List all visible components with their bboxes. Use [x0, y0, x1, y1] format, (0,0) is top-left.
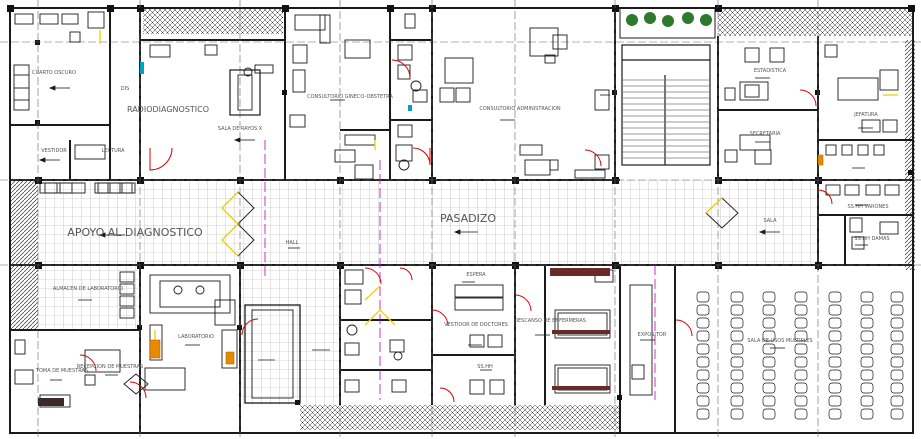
- auditorium-seats: [696, 291, 904, 420]
- hatch-left: [10, 180, 38, 330]
- yellow-accents: [99, 30, 898, 340]
- label-ss-hh-varones: SS.HH VARONES: [847, 204, 888, 210]
- label-espera: ESPERA: [466, 272, 486, 278]
- label-apoyo-diagnostico: APOYO AL DIAGNOSTICO: [67, 226, 203, 239]
- furniture: [13, 11, 900, 408]
- dark-fixtures: [38, 268, 610, 406]
- magenta-axes: [264, 140, 656, 400]
- columns: [7, 5, 915, 405]
- label-almacen-laboratorio: ALMACEN DE LABORATORIO: [53, 286, 123, 292]
- label-sala-rayos-x: SALA DE RAYOS X: [218, 126, 263, 132]
- doors: [79, 59, 833, 403]
- stairs: [621, 44, 711, 166]
- cyan-accents: [140, 62, 412, 111]
- label-vestidor: VESTIDOR: [41, 148, 67, 154]
- orange-fixtures: [149, 154, 824, 365]
- label-sala-espera: SALA: [763, 218, 777, 224]
- apoyo-floor: [38, 260, 138, 330]
- hatch-bottom: [300, 405, 620, 430]
- label-consultorio-adm: CONSULTORIO ADMINISTRACION: [479, 106, 561, 112]
- label-ss-hh: SS.HH: [477, 364, 493, 370]
- corridor-floor: [38, 180, 818, 265]
- garden: [619, 7, 716, 39]
- hatch-top-right: [718, 8, 913, 36]
- label-expositor: EXPOSITOR: [638, 332, 667, 338]
- label-hall: HALL: [286, 240, 299, 246]
- hatch-right: [905, 40, 915, 270]
- label-radiodiagnostico: RADIODIAGNOSTICO: [127, 105, 209, 114]
- label-vestidor-doctores: VESTIDOR DE DOCTORES: [444, 322, 508, 328]
- label-lectura: LECTURA: [102, 148, 125, 154]
- label-dis: DIS: [121, 86, 130, 92]
- label-sala-usos-multiples: SALA DE USOS MULTIPLES: [747, 338, 812, 344]
- label-jefatura: JEFATURA: [853, 112, 878, 118]
- section-arrows: [38, 77, 873, 381]
- room-labels: CUARTO OSCURO DIS RADIODIAGNOSTICO SALA …: [32, 68, 890, 374]
- label-pasadizo: PASADIZO: [440, 212, 496, 225]
- label-estadistica: ESTADISTICA: [754, 68, 787, 74]
- label-laboratorio: LABORATORIO: [178, 334, 214, 340]
- label-secretaria: SECRETARIA: [750, 131, 781, 137]
- lab-side-floor: [240, 260, 340, 405]
- label-cuarto-oscuro: CUARTO OSCURO: [32, 70, 76, 76]
- label-ss-hh-damas: SS.HH DAMAS: [854, 236, 889, 242]
- label-toma-muestras: TOMA DE MUESTRAS: [35, 368, 88, 374]
- hatch-top-left: [143, 8, 283, 34]
- label-consultorio-ginecologia: CONSULTORIO GINECO-OBSTETRA: [307, 94, 393, 100]
- label-descanso-enfermeras: DESCANSO DE ENFERMERAS: [514, 318, 586, 324]
- label-recepcion-muestras: RECEPCION DE MUESTRAS: [77, 364, 143, 370]
